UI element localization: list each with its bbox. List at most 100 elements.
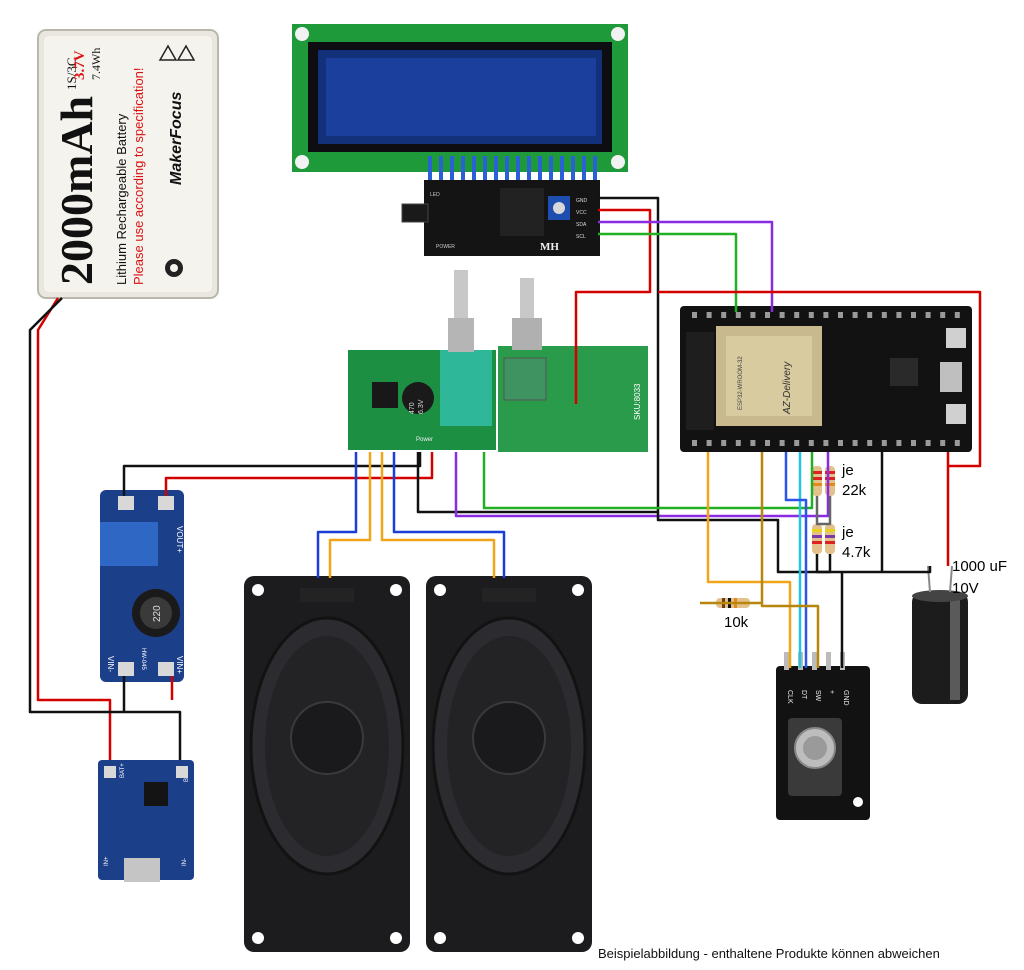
wire-encoder-sw (784, 452, 808, 668)
amp-cap-voltage: 6.3V (418, 399, 425, 414)
encoder-pin (784, 652, 789, 670)
amp-board: 470 6.3V Power (348, 270, 496, 450)
esp32-top-pin (940, 312, 946, 318)
wire-i2c-sda (598, 220, 774, 312)
esp32-top-pin (765, 312, 770, 318)
esp32-bottom-pin (954, 440, 960, 446)
esp32-top-pin (735, 312, 741, 318)
esp32-top-pin (852, 312, 858, 318)
esp32-top-pin (692, 312, 697, 318)
esp32-top-pin (911, 312, 916, 318)
esp32-bottom-pin (940, 440, 946, 446)
wire-encoder-clk (706, 452, 792, 668)
resistor-22k-b (825, 466, 835, 496)
encoder-pin-label: CLK (786, 690, 793, 704)
label-cap-voltage: 10V (952, 580, 979, 597)
esp32-bottom-pin (735, 440, 741, 446)
label-10k: 10k (724, 614, 749, 631)
battery-cell: 1S/3C (64, 57, 79, 90)
esp32-top-pin (896, 312, 902, 318)
charger-in-plus: IN+ (104, 856, 110, 866)
amp-power-label: Power (416, 437, 433, 443)
wire-speaker-l-blue (316, 452, 358, 578)
esp32-bottom-pin (925, 440, 931, 446)
wire-speaker-l-orange (328, 452, 372, 578)
i2c-pin-label: VCC (576, 210, 587, 216)
backpack-led-label: LED (430, 192, 440, 198)
wire-amp-green (482, 452, 814, 510)
boost-converter: 220 VOUT+ VIN+ VIN- HW-045 (100, 490, 184, 682)
wire-battery-plus (36, 297, 112, 760)
esp32-top-pin (794, 312, 800, 318)
speaker-right (426, 576, 592, 952)
backpack-power-label: POWER (436, 244, 455, 250)
encoder-pin (812, 652, 817, 670)
wire-resistor-ground (815, 554, 832, 574)
lcd-pin (527, 156, 531, 184)
capacitor-1000uf (912, 565, 968, 704)
esp32-bottom-pin (852, 440, 858, 446)
esp32-top-pin (779, 312, 785, 318)
lcd-pin (505, 156, 509, 184)
wire-encoder-plus (760, 452, 820, 668)
speaker-left (244, 576, 410, 952)
wire-battery-minus (28, 297, 182, 760)
volume-board: SKU:8033 (498, 278, 648, 452)
label-22k-value: 22k (842, 482, 867, 499)
esp32-bottom-pin (706, 440, 712, 446)
i2c-pin-label: SCL (576, 234, 586, 240)
lcd-display (292, 24, 628, 184)
wire-resistor-links (815, 496, 832, 526)
volume-board-sku: SKU:8033 (633, 383, 642, 420)
wire-speaker-r-blue (392, 452, 506, 578)
esp32-brand: AZ-Delivery (782, 361, 793, 415)
battery-warning: Please use according to specification! (131, 67, 146, 285)
boost-model: HW-045 (140, 648, 146, 671)
wire-i2c-scl (598, 232, 738, 312)
wire-i2c-vcc (574, 208, 652, 404)
lcd-pin (549, 156, 553, 184)
battery-energy: 7.4Wh (89, 48, 103, 80)
lcd-pin (571, 156, 575, 184)
esp32-bottom-pin (794, 440, 800, 446)
wire-speaker-r-orange (380, 452, 496, 578)
lcd-pin (450, 156, 454, 184)
esp32-module: ESP32-WROOM-32 (738, 356, 744, 410)
lcd-pin (428, 156, 432, 184)
boost-inductor: 220 (152, 605, 163, 622)
wire-esp-rail (658, 290, 982, 468)
esp32-bottom-pin (823, 440, 829, 446)
i2c-pin-label: GND (576, 198, 588, 204)
wire-ground-bus (656, 512, 932, 574)
wire-amp-purple (454, 452, 830, 518)
esp32-top-pin (750, 312, 756, 318)
esp32-top-pin (823, 312, 829, 318)
esp32-top-pin (925, 312, 931, 318)
charger-in-minus: IN- (182, 858, 188, 866)
lcd-pin (439, 156, 443, 184)
esp32-bottom-pin (881, 440, 887, 446)
battery: 2000mAh Lithium Rechargeable Battery Ple… (37, 29, 219, 299)
esp32-top-pin (721, 312, 727, 318)
esp32-top-pin (808, 312, 814, 318)
esp32-bottom-pin (838, 440, 843, 446)
boost-vin-minus: VIN- (106, 656, 115, 672)
lcd-pin (461, 156, 465, 184)
esp32-board: ESP32-WROOM-32 AZ-Delivery (680, 306, 972, 452)
resistor-4k7-a (812, 524, 822, 554)
esp32-top-pin (838, 312, 843, 318)
battery-voltage: 3.7V (72, 50, 88, 80)
wire-boost-vout-minus (122, 452, 422, 496)
lcd-pin (472, 156, 476, 184)
encoder-pin-label: DT (800, 690, 807, 700)
esp32-bottom-pin (721, 440, 727, 446)
backpack-label: MH (540, 241, 559, 253)
wires (28, 196, 982, 760)
boost-vout-plus: VOUT+ (175, 526, 184, 553)
lcd-pin (593, 156, 597, 184)
lcd-pin (483, 156, 487, 184)
esp32-bottom-pin (911, 440, 916, 446)
